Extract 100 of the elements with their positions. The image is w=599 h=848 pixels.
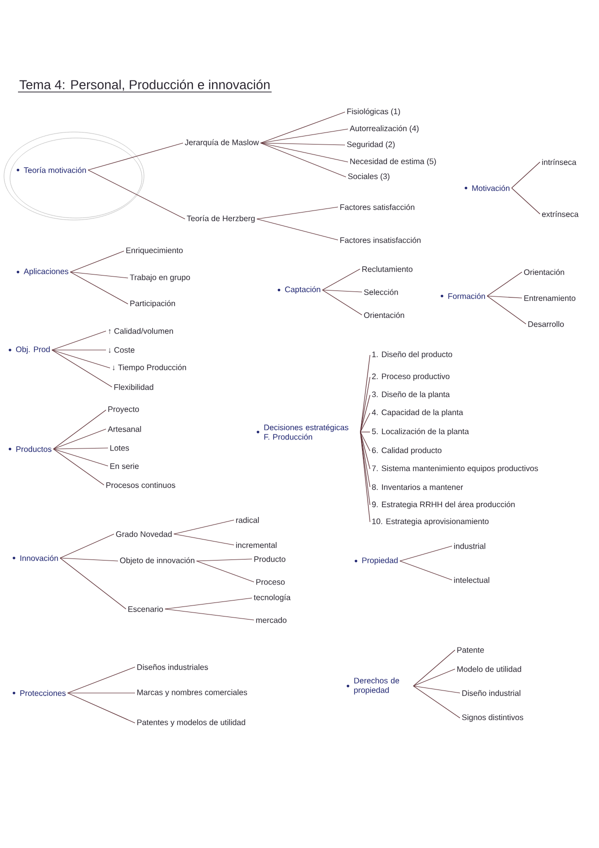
- branch-line: [413, 686, 460, 718]
- title: Tema 4: Personal, Producción e innovación: [20, 80, 270, 91]
- branch-line: [53, 448, 108, 450]
- branch-line: [67, 692, 136, 724]
- branch-text: Marcas y nombres comerciales: [137, 689, 248, 697]
- branch-text: Factores insatisfacción: [340, 237, 421, 243]
- branch-text: 3. Diseño de la planta: [372, 391, 450, 399]
- branch-text: Modelo de utilidad: [457, 666, 522, 672]
- branch-line: [196, 558, 252, 562]
- branch-line: [256, 218, 338, 240]
- branch-line: [360, 376, 370, 432]
- branch-line: [70, 272, 128, 278]
- branch-text: Patente: [457, 647, 484, 653]
- branch-text: Patentes y modelos de utilidad: [137, 719, 246, 727]
- branch-text: Signos distintivos: [462, 714, 524, 722]
- branch-line: [60, 534, 114, 558]
- branch-line: [400, 546, 452, 562]
- branch-text: Orientación: [364, 312, 404, 318]
- branch-text: Lotes: [110, 445, 129, 451]
- branch-line: [322, 290, 362, 316]
- branch-line: [174, 520, 234, 534]
- topic-text: Formación: [448, 293, 485, 299]
- branch-text: Sociales (3): [348, 173, 390, 181]
- topic-text: Derechos de propiedad: [354, 678, 400, 694]
- branch-text: 6. Calidad producto: [372, 447, 442, 455]
- branch-line: [413, 650, 456, 686]
- branch-text: Teoría de Herzberg: [186, 215, 255, 223]
- branch-line: [400, 560, 452, 580]
- branch-text: 9. Estrategia RRHH del área producción: [372, 501, 515, 509]
- branch-text: Jerarquía de Maslow: [184, 139, 259, 147]
- topic-text: Productos: [16, 446, 52, 452]
- branch-text: Factores satisfacción: [340, 204, 414, 210]
- branch-line: [60, 558, 126, 610]
- branch-line: [486, 272, 522, 296]
- topic-text: Teoría motivación: [24, 167, 86, 173]
- branch-line: [196, 560, 254, 582]
- branch-text: Proyecto: [108, 406, 139, 414]
- branch-line: [360, 432, 370, 506]
- branch-line: [256, 206, 338, 220]
- branch-line: [360, 354, 370, 432]
- branch-line: [260, 142, 346, 146]
- branch-text: Entrenamiento: [524, 295, 576, 301]
- branch-line: [360, 432, 370, 452]
- topic-text: Motivación: [472, 185, 510, 191]
- branch-text: Autorrealización (4): [350, 125, 419, 133]
- branch-line: [486, 296, 522, 298]
- branch-text: Diseños industriales: [137, 664, 208, 670]
- branch-line: [360, 394, 370, 432]
- branch-text: Artesanal: [108, 426, 141, 432]
- topic-text: Decisiones estratégicas F. Producción: [264, 424, 348, 440]
- branch-text: En serie: [110, 463, 139, 469]
- branch-line: [322, 290, 362, 292]
- branch-text: Diseño industrial: [462, 690, 520, 696]
- branch-text: 8. Inventarios a mantener: [372, 484, 463, 490]
- branch-line: [52, 350, 110, 368]
- branch-text: intrínseca: [542, 159, 576, 165]
- branch-line: [88, 170, 186, 220]
- branch-line: [360, 432, 370, 522]
- branch-line: [260, 112, 346, 144]
- branch-text: industrial: [454, 543, 486, 549]
- branch-line: [511, 162, 540, 188]
- branch-text: 7. Sistema mantenimiento equipos productivos: [372, 465, 538, 473]
- branch-line: [164, 598, 252, 610]
- branch-text: Proceso: [256, 579, 285, 585]
- branch-line: [52, 350, 112, 388]
- branch-text: Escenario: [128, 606, 163, 612]
- topic-text: Protecciones: [20, 690, 66, 696]
- branch-line: [260, 142, 348, 162]
- branch-line: [322, 268, 360, 290]
- branch-line: [413, 668, 456, 686]
- branch-text: 4. Capacidad de la planta: [372, 409, 464, 417]
- branch-text: Grado Novedad: [116, 531, 172, 537]
- topic-text: Propiedad: [362, 557, 398, 565]
- branch-text: Reclutamiento: [362, 266, 412, 272]
- branch-line: [360, 432, 370, 470]
- branch-line: [53, 448, 104, 486]
- branch-text: Procesos continuos: [106, 482, 176, 488]
- branch-text: Fisiológicas (1): [347, 108, 400, 116]
- branch-line: [53, 448, 108, 466]
- branch-line: [88, 142, 184, 170]
- branch-line: [413, 686, 460, 694]
- branch-text: 1. Diseño del producto: [372, 351, 452, 359]
- branch-text: ↓ Coste: [108, 347, 134, 353]
- branch-text: Desarrollo: [528, 321, 564, 327]
- branch-line: [70, 250, 124, 272]
- branch-text: incremental: [236, 542, 276, 548]
- branch-line: [70, 272, 128, 304]
- branch-line: [164, 608, 254, 620]
- branch-text: 5. Localización de la planta: [372, 428, 469, 436]
- branch-line: [67, 666, 136, 694]
- branch-text: intelectual: [454, 577, 490, 583]
- branch-text: Orientación: [524, 269, 564, 275]
- topic-text: Innovación: [20, 555, 58, 561]
- branch-line: [486, 296, 526, 324]
- topic-text: Obj. Prod: [16, 346, 50, 354]
- branch-text: Trabajo en grupo: [130, 274, 190, 282]
- branch-text: ↑ Calidad/volumen: [108, 328, 173, 334]
- branch-text: extrínseca: [542, 211, 579, 217]
- topic-text: Aplicaciones: [24, 268, 68, 276]
- topic-text: Captación: [285, 286, 320, 294]
